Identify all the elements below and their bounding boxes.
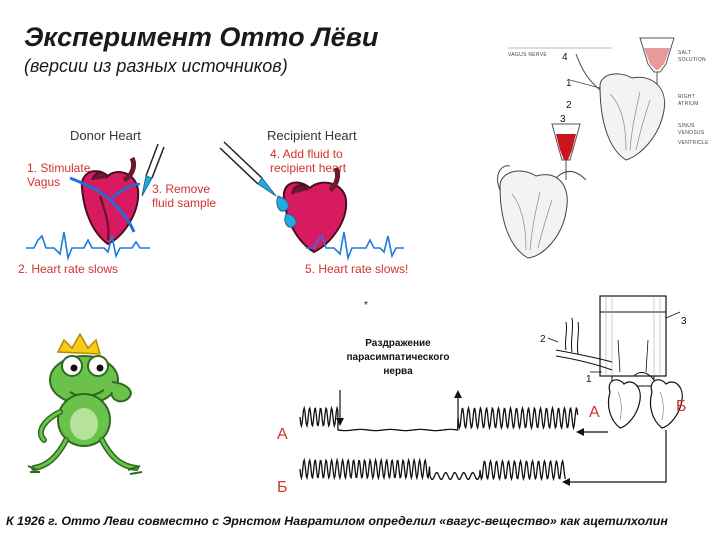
tube-apparatus: 3 2 1 [540, 295, 687, 429]
step4-line2: recipient heart [270, 161, 347, 175]
step1-line2: Vagus [27, 175, 60, 189]
apparatus-sketch: VAGUS NERVE SALT SOLUTION RIGHT ATRIUM S… [497, 37, 709, 259]
tube-num-3: 3 [681, 316, 687, 327]
caption-text: К 1926 г. Отто Леви совместно с Эрнстом … [6, 514, 668, 528]
ecg-trace-recipient [306, 231, 404, 262]
crown-icon [56, 332, 102, 355]
salt-solution-line2: SOLUTION [678, 57, 706, 63]
frog-prince-illustration [27, 332, 143, 475]
apparatus-num-4: 4 [562, 52, 568, 63]
right-atrium-line1: RIGHT [678, 94, 695, 100]
ventricle-label: VENTRICLE [678, 140, 709, 146]
step5-label: 5. Heart rate slows! [305, 262, 408, 276]
salt-solution-line1: SALT [678, 50, 691, 56]
apparatus-num-2: 2 [566, 100, 572, 111]
tube-num-1: 1 [586, 374, 592, 385]
connector-b [566, 430, 667, 483]
donor-recipient-diagram: Donor Heart Recipient Heart 1. Stimulate… [18, 128, 408, 276]
tube-num-2: 2 [540, 334, 546, 345]
apparatus-num-3: 3 [560, 114, 566, 125]
ecg-trace-donor [26, 231, 150, 262]
trace-diagram: Раздражение парасимпатического нерва * А… [277, 295, 687, 496]
apparatus-num-1: 1 [566, 78, 572, 89]
trace-b-label: Б [277, 479, 288, 496]
page-subtitle: (версии из разных источников) [24, 56, 288, 76]
vagus-nerve-branch [111, 182, 141, 199]
syringe-remove [141, 143, 165, 197]
step4-line1: 4. Add fluid to [270, 147, 343, 161]
trace-a-label: А [277, 426, 288, 443]
heart-b-label: Б [676, 398, 687, 415]
heart-a-label: А [589, 404, 600, 421]
stimulation-line2: парасимпатического [347, 352, 450, 363]
recipient-heart [282, 166, 348, 254]
stimulation-line1: Раздражение [365, 338, 431, 349]
donor-heart-label: Donor Heart [70, 128, 141, 143]
stimulation-line3: нерва [383, 366, 413, 377]
trace-b-waveform [299, 457, 567, 482]
step2-label: 2. Heart rate slows [18, 262, 118, 276]
sinus-venosus-line2: VENOSUS [678, 130, 705, 136]
recipient-heart-label: Recipient Heart [267, 128, 357, 143]
vagus-nerve [69, 176, 136, 233]
small-dot-mark: * [364, 300, 368, 311]
vagus-nerve-label: VAGUS NERVE [508, 52, 547, 58]
trace-a-waveform [299, 405, 579, 432]
sinus-venosus-line1: SINUS [678, 123, 695, 129]
syringe-add [219, 141, 297, 228]
step1-line1: 1. Stimulate [27, 161, 91, 175]
step3-line1: 3. Remove [152, 182, 210, 196]
right-atrium-line2: ATRIUM [678, 101, 699, 107]
step3-line2: fluid sample [152, 196, 216, 210]
page-title: Эксперимент Отто Лёви [24, 22, 379, 52]
